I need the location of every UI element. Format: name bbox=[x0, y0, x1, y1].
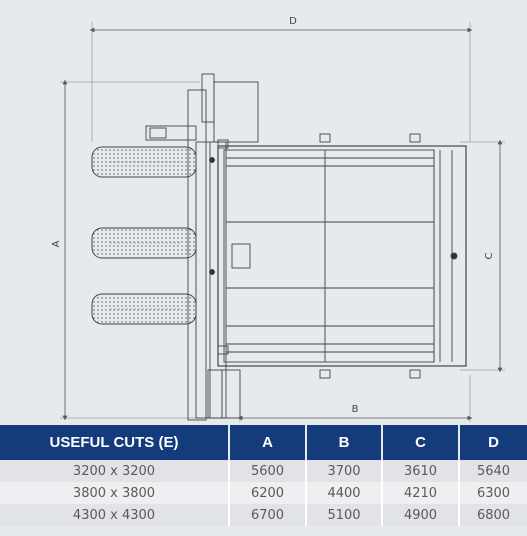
table-row: 4300 x 4300 6700 5100 4900 6800 bbox=[0, 504, 527, 526]
cell-a: 5600 bbox=[230, 460, 307, 482]
cell-d: 5640 bbox=[460, 460, 527, 482]
cell-c: 4210 bbox=[383, 482, 460, 504]
dimensions-table: USEFUL CUTS (E) A B C D 3200 x 3200 5600… bbox=[0, 425, 527, 526]
table-row: 3200 x 3200 5600 3700 3610 5640 bbox=[0, 460, 527, 482]
table-row: 3800 x 3800 6200 4400 4210 6300 bbox=[0, 482, 527, 504]
dimension-c: C bbox=[460, 139, 505, 373]
cell-a: 6200 bbox=[230, 482, 307, 504]
cell-b: 4400 bbox=[307, 482, 383, 504]
machine-top-view-drawing: D A C B bbox=[51, 16, 505, 422]
header-c: C bbox=[383, 425, 460, 460]
dimension-label-b: B bbox=[352, 404, 359, 415]
header-a: A bbox=[230, 425, 307, 460]
cell-useful-cut: 3800 x 3800 bbox=[0, 482, 230, 504]
cell-useful-cut: 4300 x 4300 bbox=[0, 504, 230, 526]
header-useful-cuts: USEFUL CUTS (E) bbox=[0, 425, 230, 460]
cell-c: 3610 bbox=[383, 460, 460, 482]
support-arms bbox=[91, 146, 197, 325]
cell-b: 5100 bbox=[307, 504, 383, 526]
dimension-b: B bbox=[237, 375, 473, 422]
cell-d: 6800 bbox=[460, 504, 527, 526]
dimension-label-d: D bbox=[289, 16, 297, 27]
cell-c: 4900 bbox=[383, 504, 460, 526]
dimension-d: D bbox=[89, 16, 473, 142]
header-b: B bbox=[307, 425, 383, 460]
cell-a: 6700 bbox=[230, 504, 307, 526]
dimension-label-a: A bbox=[51, 240, 62, 247]
cell-d: 6300 bbox=[460, 482, 527, 504]
header-d: D bbox=[460, 425, 527, 460]
table-header-row: USEFUL CUTS (E) A B C D bbox=[0, 425, 527, 460]
dimension-label-c: C bbox=[484, 252, 495, 259]
cell-b: 3700 bbox=[307, 460, 383, 482]
cell-useful-cut: 3200 x 3200 bbox=[0, 460, 230, 482]
